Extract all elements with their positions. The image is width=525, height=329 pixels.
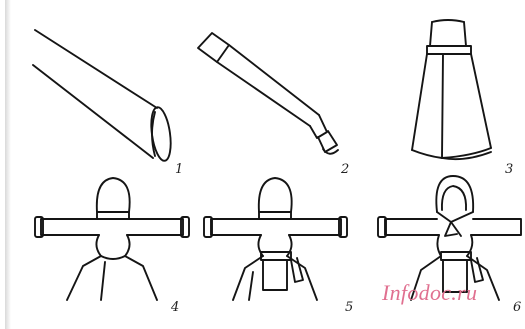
step-number-3: 3	[505, 162, 513, 177]
step-number-5: 5	[345, 300, 353, 315]
step-4-head-arms	[35, 178, 189, 300]
step-number-2: 2	[341, 162, 349, 177]
step-1-rolled-tube	[33, 30, 174, 162]
step-2-tied-strip	[198, 33, 338, 154]
watermark-text: Infodoc.ru	[382, 280, 477, 306]
step-number-6: 6	[513, 300, 521, 315]
step-5-apron	[204, 178, 347, 300]
step-3-skirt-body	[412, 20, 491, 159]
step-number-4: 4	[171, 300, 179, 315]
step-number-1: 1	[175, 162, 183, 177]
